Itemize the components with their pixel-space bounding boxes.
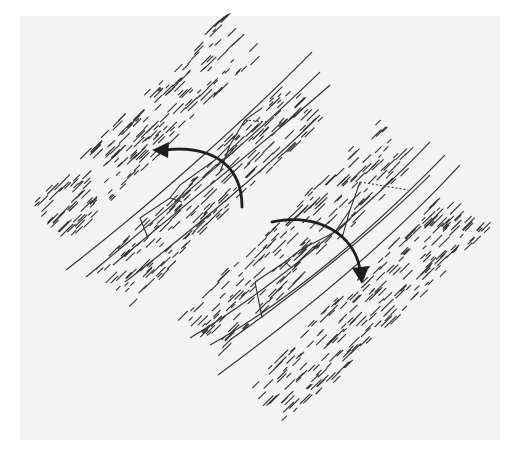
- figure-panel: [20, 16, 500, 440]
